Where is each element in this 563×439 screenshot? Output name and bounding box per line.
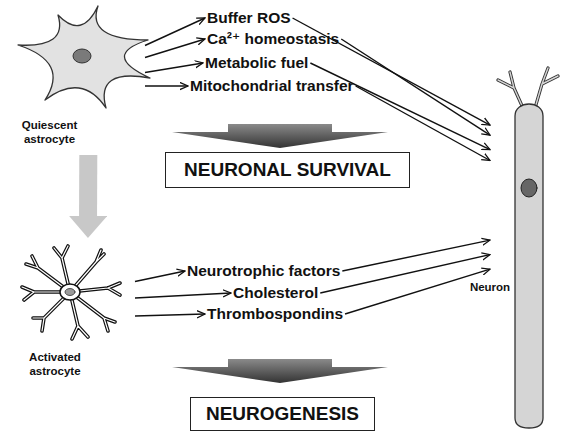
arrow-connector [145, 63, 203, 73]
transition-arrow [79, 155, 97, 216]
astrocyte-body [18, 6, 150, 108]
neuron-body [515, 104, 543, 428]
node-text: NEUROGENESIS [206, 403, 359, 425]
function-label: Metabolic fuel [203, 54, 310, 72]
node-text: Thrombospondins [207, 305, 343, 323]
arrow-connector [145, 85, 188, 86]
arrow-connector [145, 39, 205, 58]
astrocyte-processes-core [22, 246, 120, 339]
arrow-connector [310, 63, 490, 150]
function-label: Cholesterol [231, 284, 320, 302]
summary-arrow [172, 359, 388, 383]
arrow-connector [293, 18, 490, 125]
astrocyte-body [60, 284, 80, 300]
arrow-connector [345, 269, 490, 314]
function-label: Ca²⁺ homeostasis [205, 30, 341, 48]
outcome-box: NEURONAL SURVIVAL [165, 152, 410, 188]
arrow-connector [320, 255, 490, 293]
activated-astrocyte-drawing [22, 246, 120, 339]
astrocyte-cell: Activated astrocyte [15, 238, 135, 388]
neuron-dendrites-core [498, 68, 558, 108]
cell-label: Quiescent astrocyte [12, 118, 87, 146]
arrow-connector [356, 86, 490, 161]
node-text: NEURONAL SURVIVAL [184, 159, 391, 181]
function-label: Thrombospondins [205, 305, 345, 323]
arrow-connector [135, 293, 231, 298]
node-text: Mitochondrial transfer [190, 77, 354, 95]
node-text: Cholesterol [233, 284, 318, 302]
neuron-dendrites-outline [498, 68, 558, 108]
astrocyte-nucleus [65, 289, 75, 296]
node-text: Metabolic fuel [205, 54, 308, 72]
node-text: Neurotrophic factors [187, 262, 340, 280]
arrow-connector [135, 271, 185, 282]
quiescent-astrocyte-drawing [18, 6, 150, 108]
function-label: Neurotrophic factors [185, 262, 342, 280]
outcome-box: NEUROGENESIS [190, 397, 375, 431]
arrow-connector [341, 39, 490, 135]
neuron-cell: Neuron [490, 70, 560, 432]
arrow-connector [145, 18, 205, 46]
arrow-connector [135, 314, 205, 316]
cell-label: Neuron [465, 280, 515, 294]
node-text: Ca²⁺ homeostasis [207, 30, 339, 48]
neuron-nucleus [521, 179, 537, 197]
node-text: Buffer ROS [207, 9, 291, 27]
arrow-connector [342, 240, 490, 271]
cell-label: Activated astrocyte [20, 350, 90, 378]
astrocyte-nucleus [73, 49, 91, 63]
summary-arrow [172, 124, 388, 148]
function-label: Mitochondrial transfer [188, 77, 356, 95]
neuron-drawing [498, 68, 558, 428]
function-label: Buffer ROS [205, 9, 293, 27]
astrocyte-cell: Quiescent astrocyte [10, 5, 145, 155]
astrocyte-processes-outline [22, 246, 120, 339]
